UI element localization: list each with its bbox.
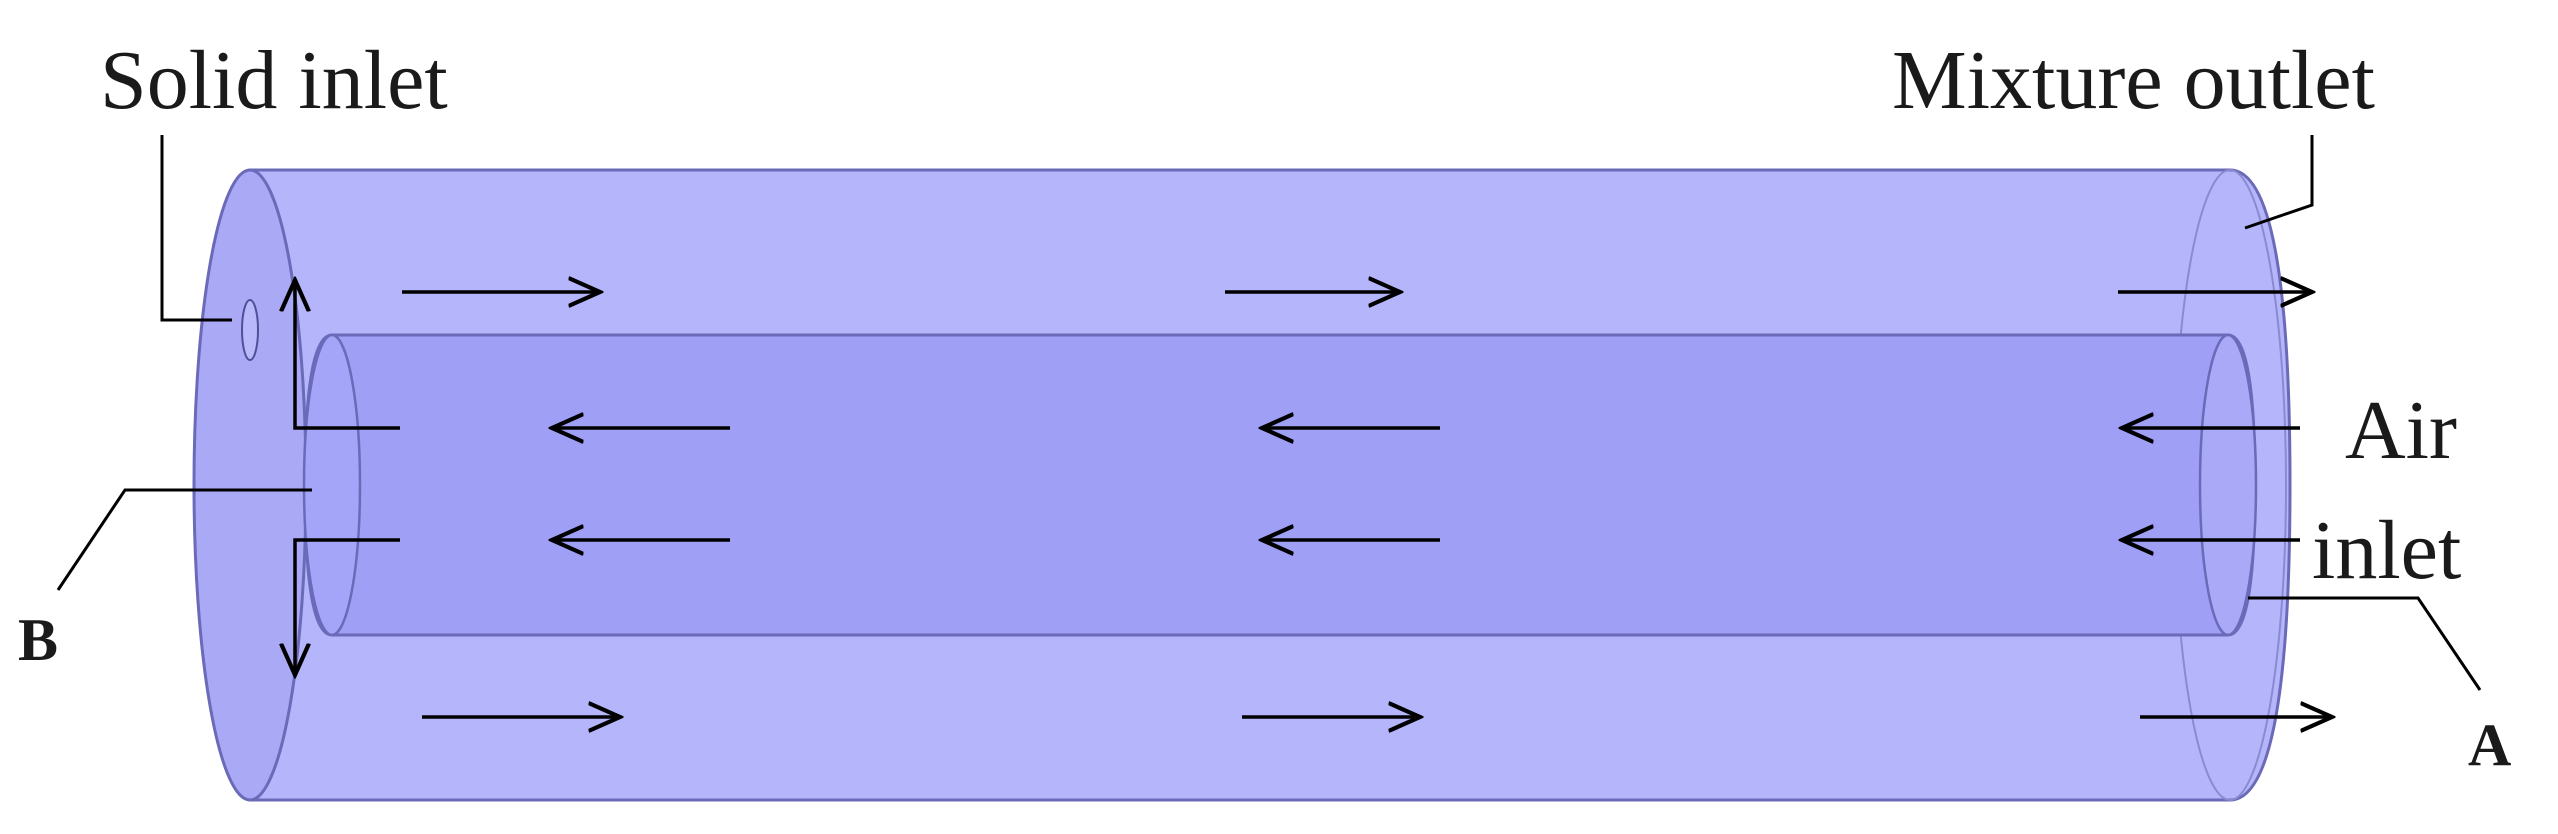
solid-inlet-hole [241,299,259,361]
inner-tube-body [303,333,2257,637]
point-a-leader [2248,596,2482,691]
outer-tube-left-cap [192,168,308,802]
solid-inlet-label: Solid inlet [100,34,448,127]
solid-inlet-leader [160,135,232,322]
mixture-outlet-leader [2244,135,2314,230]
mixture-outlet-label: Mixture outlet [1892,34,2375,127]
point-b-leader [56,488,312,591]
inner-tube-left-end [302,333,362,637]
reversal-arrows [295,280,400,675]
air-inlet-label-line2: inlet [2312,504,2461,597]
air-inlet-label-line1: Air [2345,384,2457,477]
inner-flow-arrows [552,428,2300,540]
point-b-label: B [18,607,58,673]
inner-tube-right-end [2198,333,2258,637]
point-a-label: A [2468,712,2511,778]
